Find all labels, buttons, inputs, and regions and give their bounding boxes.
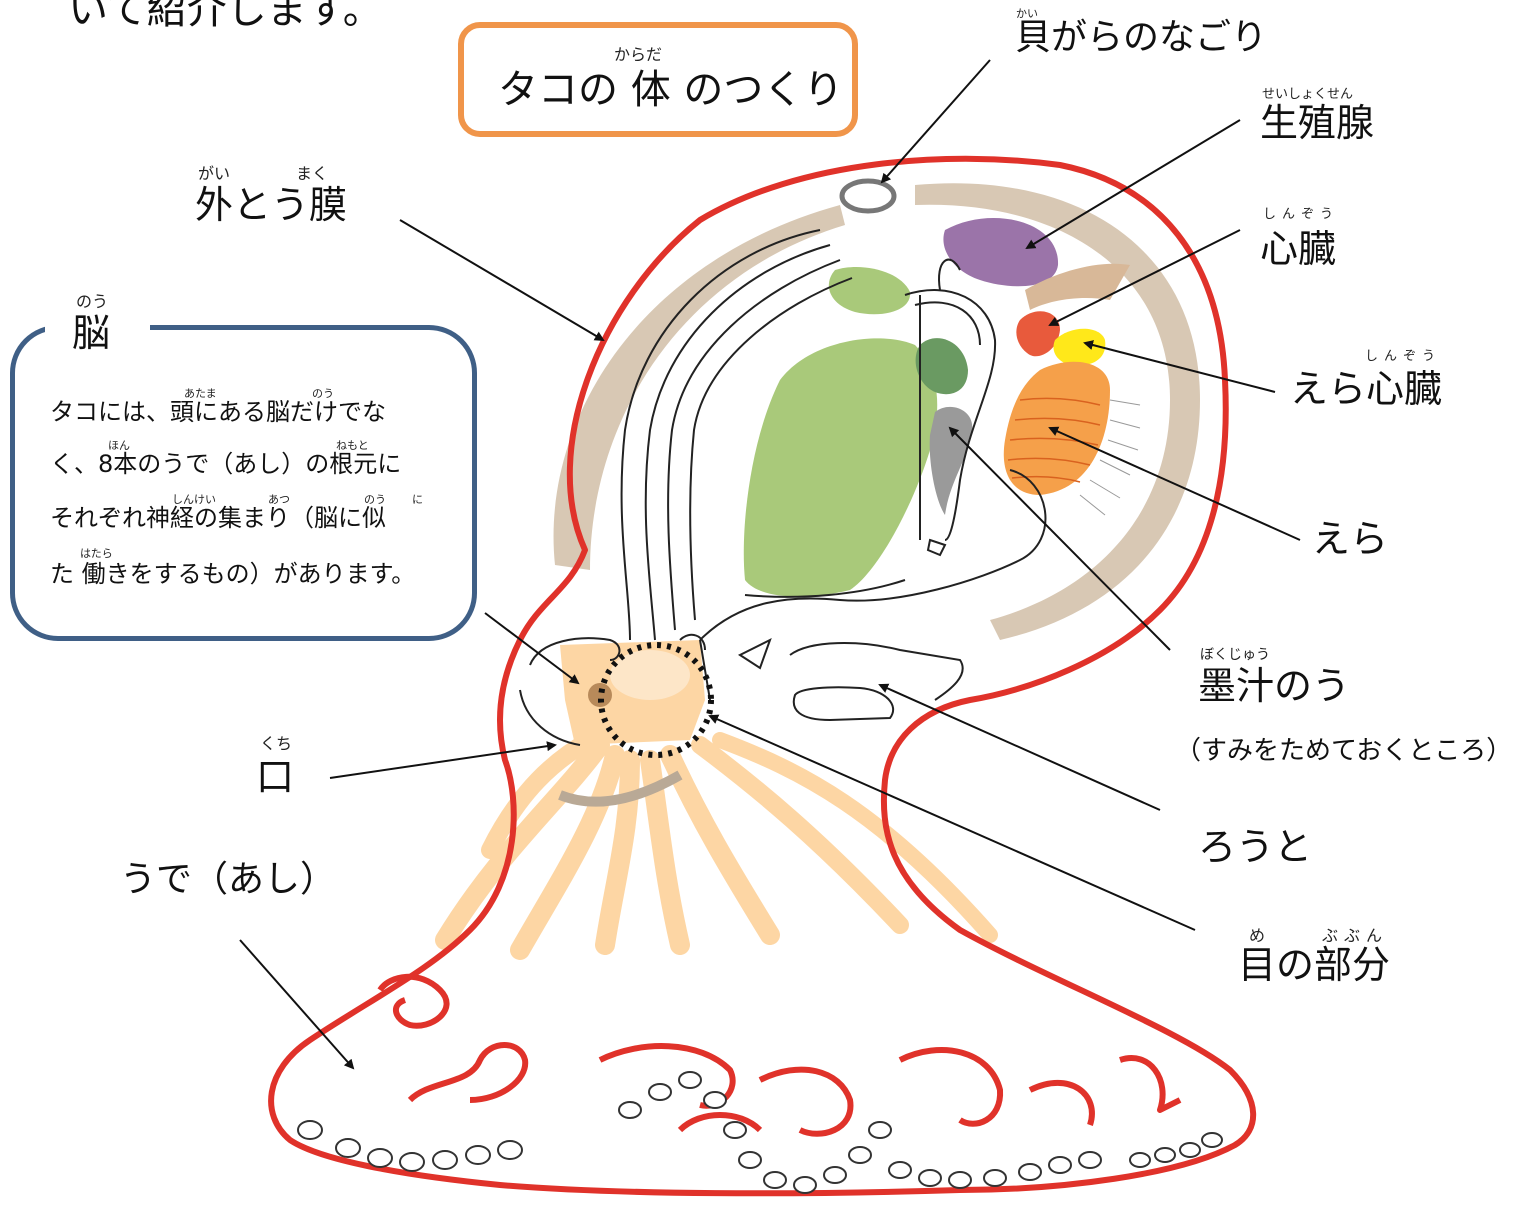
stomach — [915, 338, 968, 395]
mantle-label: 外とう膜 — [195, 183, 348, 227]
gonad — [943, 217, 1059, 287]
shell-ruby: かい — [1016, 7, 1038, 20]
ruby-atsu: あつ — [268, 493, 290, 506]
diagram-title: タコの 体 のつくり — [498, 67, 844, 113]
eye-dotted-circle — [598, 642, 714, 758]
inner-arms — [435, 731, 998, 960]
digestive-gland — [743, 338, 938, 597]
gill-stripes — [1007, 397, 1101, 483]
ruby-nou-2: のう — [364, 493, 386, 506]
brain-text-line-2: く、8本のうで（あし）の根元に — [50, 450, 402, 478]
heart-ruby: しんぞう — [1263, 207, 1340, 222]
suckers — [297, 1071, 1223, 1194]
gill-label: えら — [1312, 517, 1389, 561]
gonad-ruby: せいしょくせん — [1262, 87, 1354, 102]
ink-sac-ruby: ぼくじゅう — [1200, 647, 1270, 663]
title-box — [458, 22, 858, 137]
ruby-hatara: はたら — [80, 547, 113, 560]
brain-heading-ruby: のう — [76, 292, 109, 311]
mouth-label: 口 — [256, 755, 295, 799]
shell-remnant — [839, 178, 897, 214]
brain-info-box — [10, 325, 477, 641]
eye-label: 目の部分 — [1238, 943, 1391, 987]
title-ruby: からだ — [614, 45, 663, 64]
shell-label: 貝がらのなごり — [1015, 17, 1268, 58]
brain-heading: 脳 — [72, 311, 111, 355]
funnel-label: ろうと — [1198, 825, 1313, 869]
ink-sac-note: （すみをためておくところ） — [1175, 736, 1513, 766]
gill — [1003, 361, 1110, 495]
gill-heart-ruby: しんぞう — [1365, 349, 1442, 364]
leader-lines — [239, 59, 1301, 1070]
ink-sac-label: 墨汁のう — [1198, 664, 1351, 708]
ruby-shinkei: しんけい — [172, 493, 216, 506]
ink-sac — [929, 406, 973, 515]
eye-ruby-2: ぶぶん — [1322, 926, 1389, 945]
brain-text-line-3: それぞれ神経の集まり（脳に似 — [50, 504, 386, 532]
heart — [1016, 311, 1060, 357]
brain-heading-gap — [45, 312, 150, 338]
ruby-nou-1: のう — [312, 387, 334, 400]
ruby-hon: ほん — [108, 439, 130, 452]
eye-ruby-1: め — [1249, 926, 1266, 945]
ruby-nemoto: ねもと — [336, 439, 369, 452]
header-fragment: いて紹介します。 — [68, 0, 383, 33]
internal-lines — [519, 229, 1047, 746]
ruby-atama: あたま — [184, 387, 217, 400]
ruby-ni: に — [412, 493, 423, 506]
gonad-label: 生殖腺 — [1260, 101, 1375, 145]
mouth-ruby: くち — [260, 734, 293, 753]
brain-text-line-4: た 働きをするもの）があります。 — [50, 560, 416, 588]
heart-label: 心臓 — [1260, 227, 1337, 271]
mantle-ruby-1: がい — [198, 164, 231, 183]
mantle-muscle — [553, 183, 1200, 640]
mantle-ruby-2: まく — [296, 164, 329, 183]
digestive-gland-small — [828, 266, 911, 315]
gill-heart — [1053, 328, 1106, 366]
arm-label: うで（あし） — [120, 859, 337, 900]
tentacle-curls — [377, 973, 1182, 1137]
gill-heart-label: えら心臓 — [1290, 367, 1443, 411]
body-outline — [268, 155, 1257, 1197]
beak-arc — [558, 770, 683, 807]
brain-region — [560, 640, 705, 745]
gill-filaments — [1079, 399, 1141, 516]
brain-text-line-1: タコには、頭にある脳だけでな — [50, 398, 386, 426]
